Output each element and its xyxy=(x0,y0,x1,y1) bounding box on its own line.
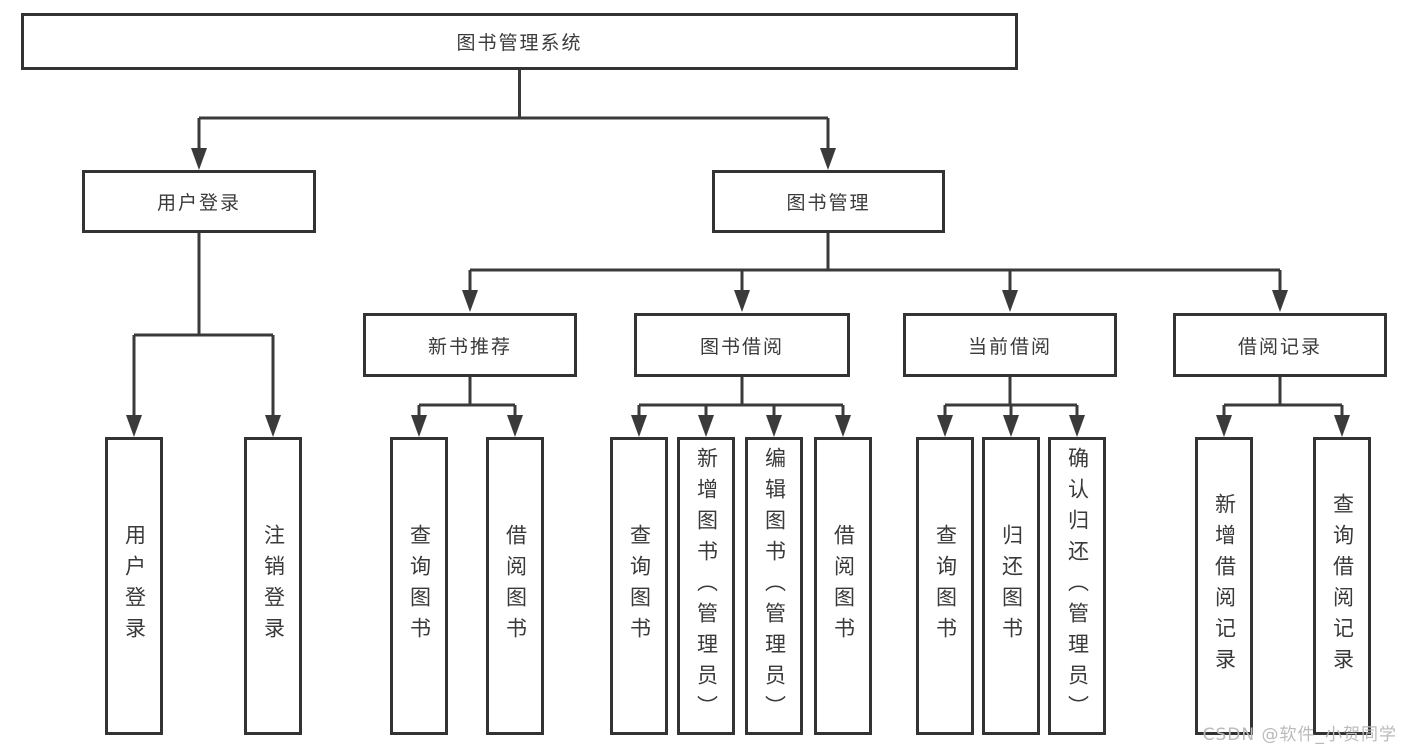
leaf-query-books-recommend: 查询图书 xyxy=(390,437,448,735)
watermark: CSDN @软件_小贺同学 xyxy=(1202,725,1397,745)
leaf-user-login: 用户登录 xyxy=(105,437,163,735)
leaf-query-books-borrow: 查询图书 xyxy=(610,437,668,735)
leaf-query-borrow-record: 查询借阅记录 xyxy=(1313,437,1371,735)
leaf-query-books-current: 查询图书 xyxy=(916,437,974,735)
leaf-return-book: 归还图书 xyxy=(982,437,1040,735)
node-book-management: 图书管理 xyxy=(712,170,945,233)
leaf-borrow-books-recommend: 借阅图书 xyxy=(486,437,544,735)
leaf-add-borrow-record-label: 新增借阅记录 xyxy=(1212,493,1237,679)
leaf-query-books-current-label: 查询图书 xyxy=(933,524,958,648)
leaf-confirm-return-admin: 确认归还（管理员） xyxy=(1048,437,1106,735)
leaf-add-book-admin: 新增图书（管理员） xyxy=(677,437,735,735)
node-book-borrow: 图书借阅 xyxy=(634,313,850,377)
node-current-borrow: 当前借阅 xyxy=(903,313,1117,377)
leaf-edit-book-admin-label: 编辑图书（管理员） xyxy=(762,446,787,726)
leaf-add-borrow-record: 新增借阅记录 xyxy=(1195,437,1253,735)
leaf-query-books-recommend-label: 查询图书 xyxy=(407,524,432,648)
leaf-borrow-books-label: 借阅图书 xyxy=(831,524,856,648)
node-user-login: 用户登录 xyxy=(82,170,316,233)
node-new-book-recommend: 新书推荐 xyxy=(363,313,577,377)
node-borrow-records: 借阅记录 xyxy=(1173,313,1387,377)
leaf-query-borrow-record-label: 查询借阅记录 xyxy=(1330,493,1355,679)
node-root: 图书管理系统 xyxy=(21,13,1018,70)
leaf-logout: 注销登录 xyxy=(244,437,302,735)
leaf-user-login-label: 用户登录 xyxy=(122,524,147,648)
leaf-query-books-borrow-label: 查询图书 xyxy=(627,524,652,648)
leaf-add-book-admin-label: 新增图书（管理员） xyxy=(694,446,719,726)
arrowheads xyxy=(126,148,1350,437)
leaf-logout-label: 注销登录 xyxy=(261,524,286,648)
leaf-edit-book-admin: 编辑图书（管理员） xyxy=(745,437,803,735)
leaf-confirm-return-admin-label: 确认归还（管理员） xyxy=(1065,446,1090,726)
leaf-borrow-books: 借阅图书 xyxy=(814,437,872,735)
leaf-return-book-label: 归还图书 xyxy=(999,524,1024,648)
leaf-borrow-books-recommend-label: 借阅图书 xyxy=(503,524,528,648)
